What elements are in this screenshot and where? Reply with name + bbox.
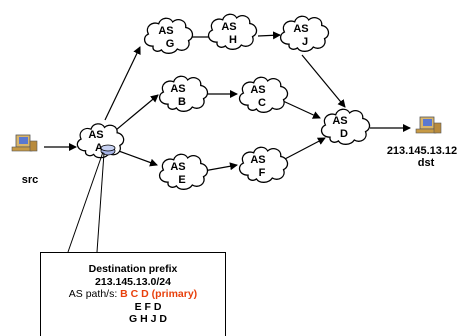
as-d-label-2: D <box>340 128 348 140</box>
as-cloud-j: AS J <box>279 15 330 52</box>
router-icon <box>100 144 116 156</box>
src-computer-icon <box>11 134 38 152</box>
edges <box>44 31 411 173</box>
info-paths-label: AS path/s: <box>68 288 118 300</box>
as-h-label-2: H <box>229 34 237 46</box>
as-cloud-f: AS F <box>238 146 289 183</box>
as-g-label-1: AS <box>158 25 173 37</box>
dst-ip-label: 213.145.13.12 <box>387 145 457 157</box>
edge-h-j <box>257 31 281 40</box>
as-cloud-c: AS C <box>238 76 289 113</box>
as-cloud-b: AS B <box>158 75 209 112</box>
as-b-label-1: AS <box>170 83 185 95</box>
as-cloud-d: AS D <box>320 108 371 146</box>
as-g-label-2: G <box>166 38 175 50</box>
as-cloud-a: AS A <box>76 123 125 159</box>
as-j-label-2: J <box>302 36 308 48</box>
dst-computer-icon <box>415 116 442 134</box>
edge-a-b <box>115 94 159 131</box>
info-path-3: G H J D <box>129 313 167 325</box>
info-primary-path: B C D (primary) <box>120 288 198 300</box>
as-e-label-2: E <box>178 174 185 186</box>
as-c-label-2: C <box>258 97 266 109</box>
as-a-label-2: A <box>95 142 103 154</box>
destination-prefix-box: Destination prefix 213.145.13.0/24 AS pa… <box>40 252 226 336</box>
as-j-label-1: AS <box>293 23 308 35</box>
info-title: Destination prefix <box>88 263 178 275</box>
as-a-label-1: AS <box>88 129 103 141</box>
as-b-label-2: B <box>178 96 186 108</box>
as-h-label-1: AS <box>221 21 236 33</box>
as-d-label-1: AS <box>332 115 347 127</box>
edge-a-e <box>115 149 158 167</box>
edge-c-d <box>282 100 321 119</box>
info-prefix: 213.145.13.0/24 <box>95 275 171 288</box>
as-c-label-1: AS <box>250 84 265 96</box>
info-path-2: E F D <box>134 300 162 313</box>
info-paths-row: AS path/s: B C D (primary) <box>41 288 225 301</box>
as-f-label-2: F <box>259 167 266 179</box>
src-label: src <box>22 174 39 186</box>
as-e-label-1: AS <box>170 161 185 173</box>
edge-j-d <box>301 54 346 108</box>
edge-f-d <box>282 137 326 161</box>
dst-label: dst <box>418 157 435 169</box>
as-cloud-h: AS H <box>207 13 258 50</box>
as-f-label-1: AS <box>250 154 265 166</box>
as-cloud-g: AS G <box>143 17 194 54</box>
callout-lines <box>67 151 105 253</box>
as-cloud-e: AS E <box>158 153 209 190</box>
edge-a-g <box>104 46 141 121</box>
